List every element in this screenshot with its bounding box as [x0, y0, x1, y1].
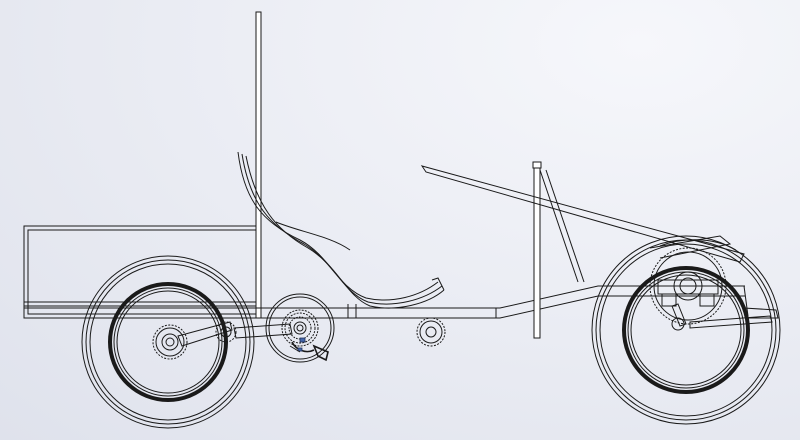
- front-hub-sprocket: [152, 324, 188, 360]
- seat-post: [532, 161, 542, 339]
- front-mast: [255, 11, 262, 319]
- rear-hub-motor: [649, 247, 727, 325]
- rear-stays: [420, 165, 745, 283]
- mid-chainring: [265, 293, 335, 363]
- rear-wheel: [591, 235, 781, 425]
- main-frame: [24, 285, 745, 319]
- cargo-box: [23, 225, 261, 319]
- idler-sprocket: [416, 317, 446, 347]
- seat: [237, 151, 445, 309]
- front-wheel: [81, 255, 255, 429]
- derailleur: [289, 337, 329, 362]
- rear-brake-link: [671, 285, 779, 331]
- crank-arm: [177, 321, 293, 347]
